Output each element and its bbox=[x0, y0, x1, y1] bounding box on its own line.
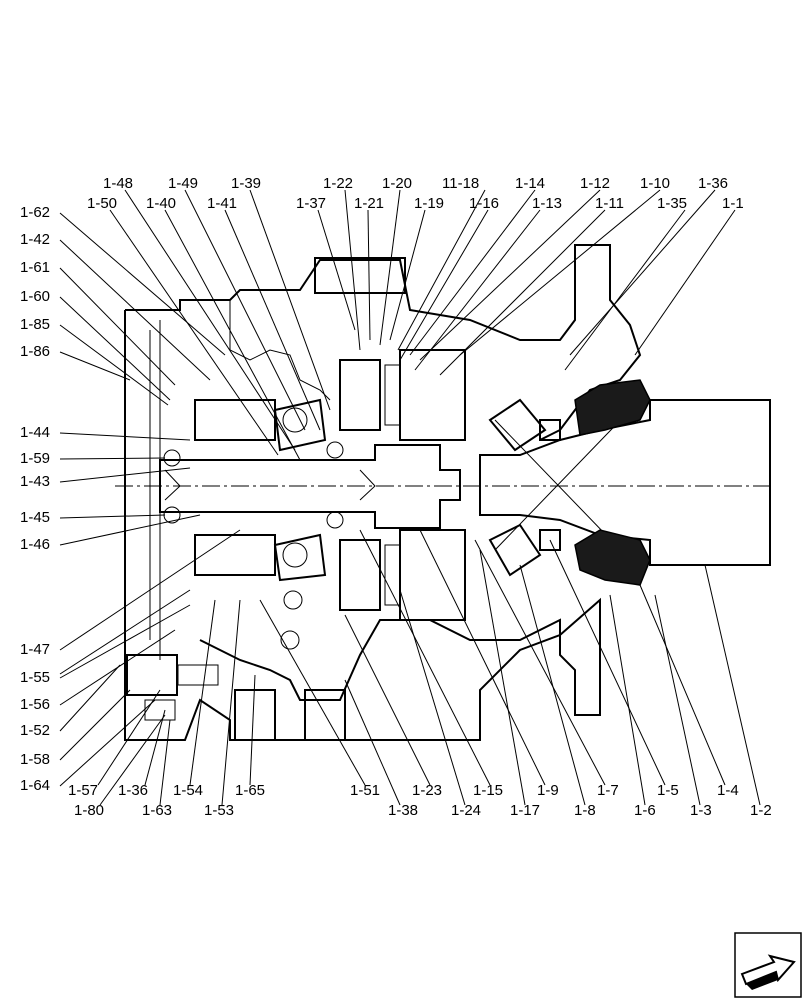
drain-plug bbox=[126, 654, 178, 696]
bearing-balls bbox=[163, 441, 344, 650]
label-1-6: 1-6 bbox=[634, 802, 656, 819]
label-1-15: 1-15 bbox=[473, 782, 504, 799]
label-11-18: 11-18 bbox=[442, 175, 480, 192]
planetary-gear-set bbox=[339, 349, 466, 621]
label-1-39: 1-39 bbox=[231, 175, 262, 192]
label-1-85: 1-85 bbox=[20, 316, 51, 333]
cylinder-block bbox=[194, 398, 327, 582]
label-1-58: 1-58 bbox=[20, 751, 51, 768]
label-1-13: 1-13 bbox=[532, 195, 563, 212]
label-1-53: 1-53 bbox=[204, 802, 235, 819]
label-1-38: 1-38 bbox=[388, 802, 419, 819]
label-1-50: 1-50 bbox=[87, 195, 118, 212]
label-1-61: 1-61 bbox=[20, 259, 51, 276]
label-1-62: 1-62 bbox=[20, 204, 51, 221]
label-1-10: 1-10 bbox=[640, 175, 671, 192]
label-1-17: 1-17 bbox=[510, 802, 541, 819]
motor-housing bbox=[124, 244, 642, 741]
label-1-43: 1-43 bbox=[20, 473, 51, 490]
main-shaft bbox=[115, 444, 770, 529]
label-1-23: 1-23 bbox=[412, 782, 443, 799]
label-1-48: 1-48 bbox=[103, 175, 134, 192]
bottom-fitting bbox=[144, 699, 176, 721]
label-1-24: 1-24 bbox=[451, 802, 482, 819]
label-1-16: 1-16 bbox=[469, 195, 500, 212]
seal-upper bbox=[574, 379, 651, 436]
label-1-21: 1-21 bbox=[354, 195, 385, 212]
label-1-4: 1-4 bbox=[717, 782, 739, 799]
label-1-57: 1-57 bbox=[68, 782, 99, 799]
label-1-40: 1-40 bbox=[146, 195, 177, 212]
label-1-63: 1-63 bbox=[142, 802, 173, 819]
leader-lines bbox=[59, 189, 761, 806]
label-1-36-bottom: 1-36 bbox=[118, 782, 149, 799]
label-1-65: 1-65 bbox=[235, 782, 266, 799]
label-1-59: 1-59 bbox=[20, 450, 51, 467]
label-1-86: 1-86 bbox=[20, 343, 51, 360]
drain-plug-body bbox=[177, 664, 219, 686]
label-1-44: 1-44 bbox=[20, 424, 51, 441]
label-1-8: 1-8 bbox=[574, 802, 596, 819]
seal-ring-upper bbox=[539, 419, 561, 441]
label-1-19: 1-19 bbox=[414, 195, 445, 212]
label-1-45: 1-45 bbox=[20, 509, 51, 526]
label-1-42: 1-42 bbox=[20, 231, 51, 248]
label-1-22: 1-22 bbox=[323, 175, 354, 192]
label-1-54: 1-54 bbox=[173, 782, 204, 799]
label-1-9: 1-9 bbox=[537, 782, 559, 799]
bottom-port bbox=[234, 689, 346, 741]
top-valve-block bbox=[314, 257, 406, 294]
label-1-51: 1-51 bbox=[350, 782, 381, 799]
label-1-5: 1-5 bbox=[657, 782, 679, 799]
label-1-35: 1-35 bbox=[657, 195, 688, 212]
label-1-55: 1-55 bbox=[20, 669, 51, 686]
label-1-41: 1-41 bbox=[207, 195, 238, 212]
seal-lower bbox=[574, 529, 651, 586]
label-1-36-top: 1-36 bbox=[698, 175, 729, 192]
label-1-20: 1-20 bbox=[382, 175, 413, 192]
label-1-52: 1-52 bbox=[20, 722, 51, 739]
label-1-64: 1-64 bbox=[20, 777, 51, 794]
label-1-12: 1-12 bbox=[580, 175, 611, 192]
label-1-49: 1-49 bbox=[168, 175, 199, 192]
label-1-14: 1-14 bbox=[515, 175, 546, 192]
roller-lower bbox=[488, 523, 542, 577]
label-1-1: 1-1 bbox=[722, 195, 744, 212]
label-1-56: 1-56 bbox=[20, 696, 51, 713]
label-1-37: 1-37 bbox=[296, 195, 327, 212]
roller-upper bbox=[488, 398, 547, 452]
label-1-2: 1-2 bbox=[750, 802, 772, 819]
label-1-3: 1-3 bbox=[690, 802, 712, 819]
label-1-47: 1-47 bbox=[20, 641, 51, 658]
next-page-arrow-icon[interactable] bbox=[734, 932, 802, 998]
label-1-11: 1-11 bbox=[595, 195, 624, 212]
label-1-7: 1-7 bbox=[597, 782, 619, 799]
label-1-60: 1-60 bbox=[20, 288, 51, 305]
label-1-46: 1-46 bbox=[20, 536, 51, 553]
seal-ring-lower bbox=[539, 529, 561, 551]
label-1-80: 1-80 bbox=[74, 802, 105, 819]
